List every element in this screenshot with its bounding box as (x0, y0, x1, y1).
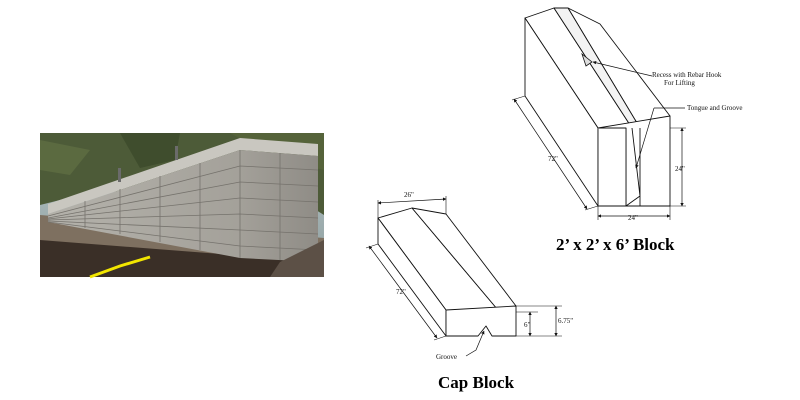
cap-block-inner-height-label: 6" (524, 321, 531, 329)
large-block-title: 2’ x 2’ x 6’ Block (556, 235, 675, 254)
tongue-callout: Tongue and Groove (635, 104, 743, 169)
large-block-drawing: 72" 24" 24" Recess with Rebar Hook For L… (511, 7, 743, 254)
cap-block-length-label: 72" (396, 288, 406, 296)
large-block-width-label: 24" (628, 214, 638, 222)
cap-block-inner-height-dimension: 6" (516, 311, 538, 337)
groove-callout-label: Groove (436, 353, 457, 361)
recess-callout: Recess with Rebar Hook For Lifting (592, 61, 722, 87)
cap-block-outer-height-label: 6.75" (558, 317, 573, 325)
tongue-callout-label: Tongue and Groove (687, 104, 743, 112)
recess-callout-line2: For Lifting (664, 79, 695, 87)
cap-block-title: Cap Block (438, 373, 515, 392)
cap-block-top-width-dimension: 26" (377, 191, 447, 218)
cap-block-drawing: 26" 72" 6" 6.75" Groove Cap Block (365, 191, 573, 392)
large-block-length-label: 72" (548, 155, 558, 163)
cap-block-outer-height-dimension: 6.75" (516, 305, 573, 337)
large-block-height-label: 24" (675, 165, 685, 173)
large-block-width-dimension: 24" (597, 206, 671, 222)
large-block-length-dimension: 72" (511, 95, 599, 211)
retaining-wall-photo (40, 133, 324, 279)
large-block-height-dimension: 24" (670, 127, 686, 207)
recess-callout-line1: Recess with Rebar Hook (652, 71, 722, 79)
groove-callout: Groove (436, 330, 485, 361)
cap-block-top-width-label: 26" (404, 191, 414, 199)
cap-block-length-dimension: 72" (365, 243, 447, 341)
